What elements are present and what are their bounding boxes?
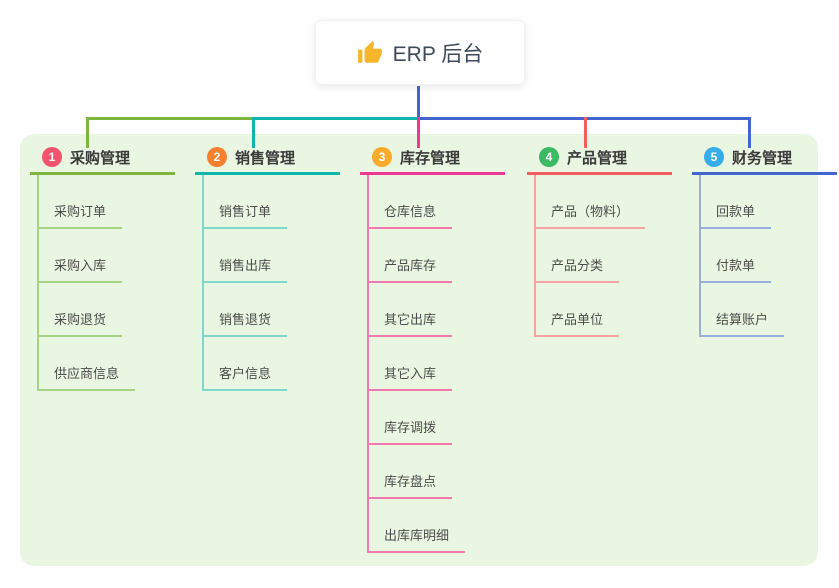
branch-product: 4 产品管理 产品（物料） 产品分类 产品单位 — [527, 146, 673, 337]
branch-title: 采购管理 — [70, 149, 131, 167]
child-row: 采购订单 — [37, 175, 176, 229]
child-row: 销售退货 — [202, 283, 341, 337]
node-payment-order[interactable]: 付款单 — [699, 255, 772, 283]
node-sales-return[interactable]: 销售退货 — [202, 309, 288, 337]
branch-purchase-header[interactable]: 1 采购管理 — [30, 146, 175, 175]
child-row: 采购退货 — [37, 283, 176, 337]
node-other-outbound[interactable]: 其它出库 — [367, 309, 453, 337]
branch-sales-header[interactable]: 2 销售管理 — [195, 146, 340, 175]
node-purchase-order[interactable]: 采购订单 — [37, 201, 123, 229]
branch-finance-children: 回款单 付款单 结算账户 — [699, 175, 838, 337]
child-row: 产品（物料） — [534, 175, 673, 229]
child-row: 客户信息 — [202, 337, 341, 391]
branch-group-panel — [20, 134, 818, 566]
node-customer-info[interactable]: 客户信息 — [202, 363, 288, 391]
child-row: 供应商信息 — [37, 337, 176, 391]
branch-number-badge: 4 — [539, 147, 559, 167]
branch-title: 财务管理 — [732, 149, 793, 167]
root-node-label: ERP 后台 — [392, 42, 484, 66]
thumbs-up-icon — [357, 40, 382, 63]
branch-number-badge: 5 — [704, 147, 724, 167]
node-settlement-account[interactable]: 结算账户 — [699, 309, 785, 337]
drop-line-product — [584, 117, 587, 148]
branch-number-badge: 3 — [372, 147, 392, 167]
child-row: 产品分类 — [534, 229, 673, 283]
child-row: 销售出库 — [202, 229, 341, 283]
bus-line-green — [86, 117, 253, 120]
node-stock-count[interactable]: 库存盘点 — [367, 471, 453, 499]
branch-title: 库存管理 — [400, 149, 461, 167]
branch-inventory-children: 仓库信息 产品库存 其它出库 其它入库 库存调拨 库存盘点 出库库明细 — [367, 175, 506, 553]
child-row: 其它出库 — [367, 283, 506, 337]
drop-line-sales — [252, 117, 255, 148]
child-row: 仓库信息 — [367, 175, 506, 229]
node-warehouse-info[interactable]: 仓库信息 — [367, 201, 453, 229]
child-row: 其它入库 — [367, 337, 506, 391]
child-row: 出库库明细 — [367, 499, 506, 553]
child-row: 结算账户 — [699, 283, 838, 337]
node-receipt-order[interactable]: 回款单 — [699, 201, 772, 229]
child-row: 采购入库 — [37, 229, 176, 283]
child-row: 库存调拨 — [367, 391, 506, 445]
drop-line-inventory — [417, 117, 420, 148]
branch-product-children: 产品（物料） 产品分类 产品单位 — [534, 175, 673, 337]
child-row: 库存盘点 — [367, 445, 506, 499]
branch-finance-header[interactable]: 5 财务管理 — [692, 146, 837, 175]
branch-inventory-header[interactable]: 3 库存管理 — [360, 146, 505, 175]
node-sales-order[interactable]: 销售订单 — [202, 201, 288, 229]
child-row: 产品库存 — [367, 229, 506, 283]
branch-product-header[interactable]: 4 产品管理 — [527, 146, 672, 175]
root-connector-line — [417, 86, 420, 118]
bus-line-teal — [253, 117, 418, 120]
node-product-category[interactable]: 产品分类 — [534, 255, 620, 283]
branch-finance: 5 财务管理 回款单 付款单 结算账户 — [692, 146, 838, 337]
branch-sales: 2 销售管理 销售订单 销售出库 销售退货 客户信息 — [195, 146, 341, 391]
child-row: 产品单位 — [534, 283, 673, 337]
branch-number-badge: 2 — [207, 147, 227, 167]
drop-line-purchase — [86, 117, 89, 148]
branch-purchase-children: 采购订单 采购入库 采购退货 供应商信息 — [37, 175, 176, 391]
root-node-erp[interactable]: ERP 后台 — [315, 20, 525, 85]
node-other-inbound[interactable]: 其它入库 — [367, 363, 453, 391]
node-sales-outbound[interactable]: 销售出库 — [202, 255, 288, 283]
branch-sales-children: 销售订单 销售出库 销售退货 客户信息 — [202, 175, 341, 391]
node-supplier-info[interactable]: 供应商信息 — [37, 363, 136, 391]
node-purchase-inbound[interactable]: 采购入库 — [37, 255, 123, 283]
node-product-material[interactable]: 产品（物料） — [534, 201, 646, 229]
child-row: 付款单 — [699, 229, 838, 283]
node-product-stock[interactable]: 产品库存 — [367, 255, 453, 283]
branch-title: 产品管理 — [567, 149, 628, 167]
branch-purchase: 1 采购管理 采购订单 采购入库 采购退货 供应商信息 — [30, 146, 176, 391]
node-stock-transfer[interactable]: 库存调拨 — [367, 417, 453, 445]
child-row: 销售订单 — [202, 175, 341, 229]
node-outbound-detail[interactable]: 出库库明细 — [367, 525, 466, 553]
node-purchase-return[interactable]: 采购退货 — [37, 309, 123, 337]
node-product-unit[interactable]: 产品单位 — [534, 309, 620, 337]
branch-number-badge: 1 — [42, 147, 62, 167]
child-row: 回款单 — [699, 175, 838, 229]
branch-inventory: 3 库存管理 仓库信息 产品库存 其它出库 其它入库 库存调拨 库存盘点 出库库… — [360, 146, 506, 553]
drop-line-finance — [748, 117, 751, 148]
branch-title: 销售管理 — [235, 149, 296, 167]
